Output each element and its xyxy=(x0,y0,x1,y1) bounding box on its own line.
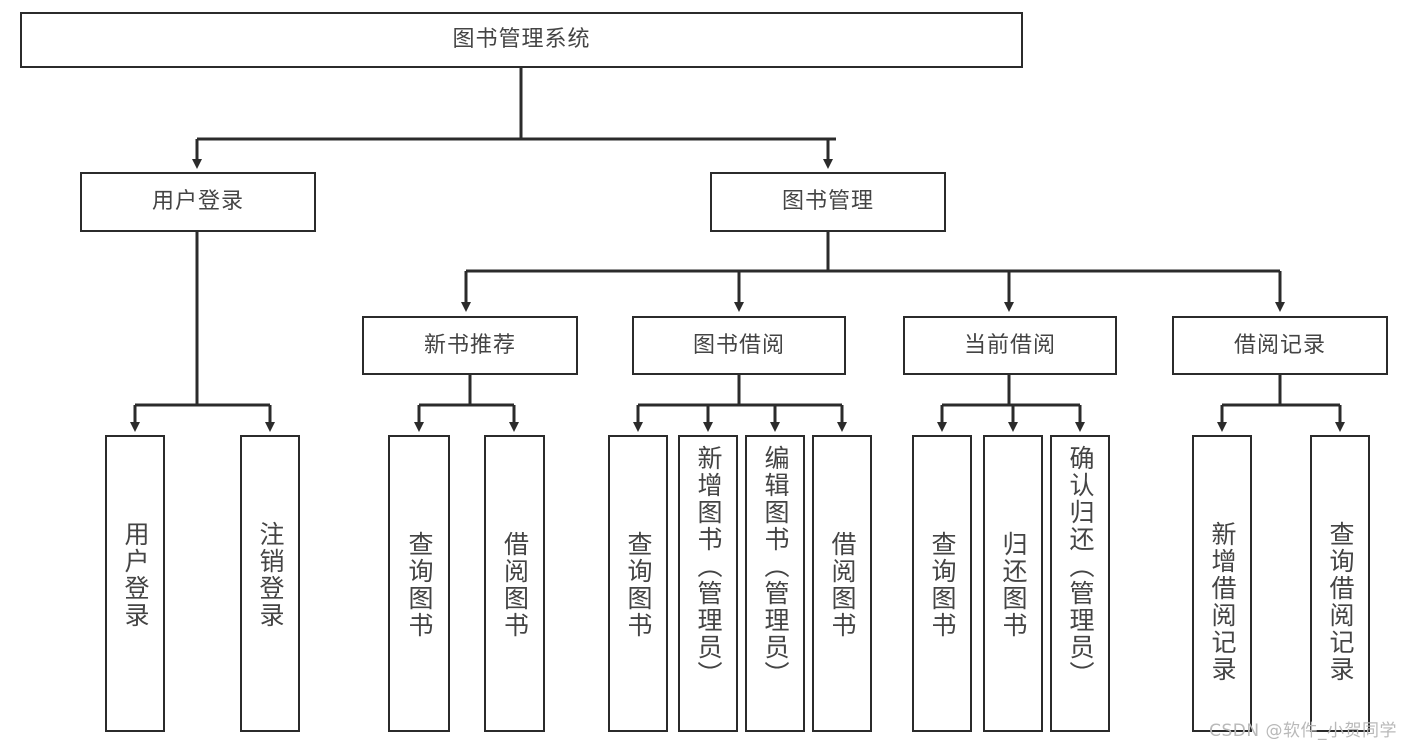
node-root-label: 图书管理系统 xyxy=(452,27,591,53)
node-user-login-label: 用户登录 xyxy=(151,189,244,215)
node-leaf-add-book-label: 新增图书（管理员） xyxy=(694,445,723,688)
node-leaf-add-record[interactable]: 新增借阅记录 xyxy=(1192,435,1252,732)
node-leaf-edit-book[interactable]: 编辑图书（管理员） xyxy=(745,435,805,732)
node-book-manage[interactable]: 图书管理 xyxy=(710,172,946,232)
node-leaf-add-record-label: 新增借阅记录 xyxy=(1208,521,1237,683)
node-current-borrow[interactable]: 当前借阅 xyxy=(903,316,1117,375)
node-leaf-query-book-3-label: 查询图书 xyxy=(928,531,957,639)
node-new-book-rec[interactable]: 新书推荐 xyxy=(362,316,578,375)
node-leaf-query-record[interactable]: 查询借阅记录 xyxy=(1310,435,1370,732)
node-current-borrow-label: 当前借阅 xyxy=(963,332,1056,358)
node-leaf-user-login[interactable]: 用户登录 xyxy=(105,435,165,732)
node-leaf-edit-book-label: 编辑图书（管理员） xyxy=(761,445,790,688)
node-leaf-query-record-label: 查询借阅记录 xyxy=(1326,521,1355,683)
node-leaf-query-book-3[interactable]: 查询图书 xyxy=(912,435,972,732)
node-leaf-query-book-2-label: 查询图书 xyxy=(624,531,653,639)
node-leaf-add-book[interactable]: 新增图书（管理员） xyxy=(678,435,738,732)
node-book-borrow[interactable]: 图书借阅 xyxy=(632,316,846,375)
node-user-login[interactable]: 用户登录 xyxy=(80,172,316,232)
node-leaf-user-logout[interactable]: 注销登录 xyxy=(240,435,300,732)
node-root[interactable]: 图书管理系统 xyxy=(20,12,1023,68)
node-leaf-confirm-return-label: 确认归还（管理员） xyxy=(1066,445,1095,688)
node-leaf-borrow-book-1-label: 借阅图书 xyxy=(500,531,530,639)
node-leaf-user-logout-label: 注销登录 xyxy=(256,521,285,629)
node-leaf-return-book[interactable]: 归还图书 xyxy=(983,435,1043,732)
node-book-manage-label: 图书管理 xyxy=(781,189,874,215)
node-leaf-query-book-1[interactable]: 查询图书 xyxy=(388,435,450,732)
node-book-borrow-label: 图书借阅 xyxy=(692,332,785,358)
node-new-book-rec-label: 新书推荐 xyxy=(423,332,516,358)
node-leaf-user-login-label: 用户登录 xyxy=(121,521,150,629)
csdn-watermark: CSDN @软件_小贺同学 xyxy=(1209,721,1397,741)
node-leaf-return-book-label: 归还图书 xyxy=(999,531,1028,639)
node-leaf-borrow-book-2-label: 借阅图书 xyxy=(828,531,857,639)
node-leaf-query-book-1-label: 查询图书 xyxy=(405,531,434,639)
node-leaf-confirm-return[interactable]: 确认归还（管理员） xyxy=(1050,435,1110,732)
node-leaf-borrow-book-1[interactable]: 借阅图书 xyxy=(484,435,545,732)
node-borrow-record[interactable]: 借阅记录 xyxy=(1172,316,1388,375)
node-leaf-query-book-2[interactable]: 查询图书 xyxy=(608,435,668,732)
node-leaf-borrow-book-2[interactable]: 借阅图书 xyxy=(812,435,872,732)
node-borrow-record-label: 借阅记录 xyxy=(1233,332,1326,358)
